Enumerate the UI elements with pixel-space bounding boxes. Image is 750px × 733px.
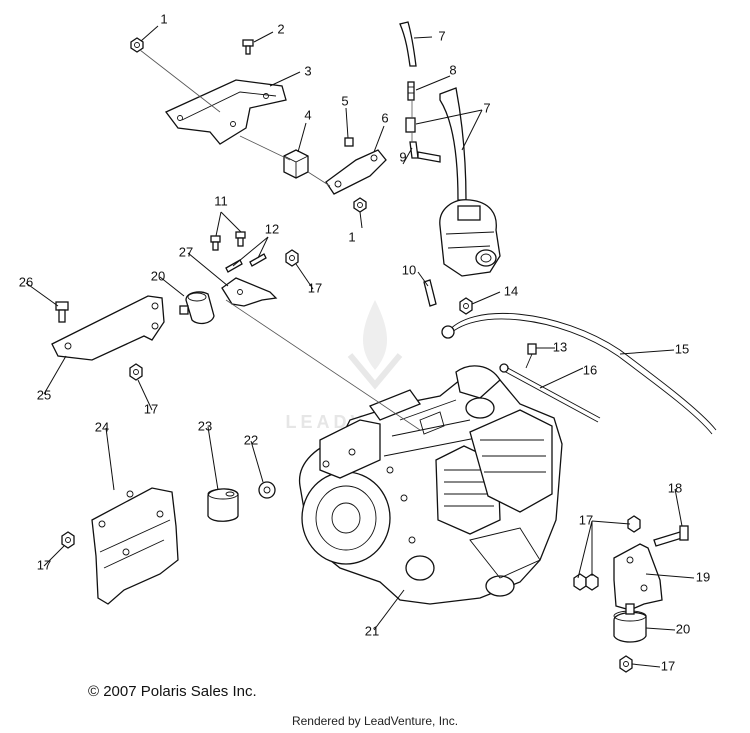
callout-17-e: 17: [661, 658, 675, 673]
callout-17-b: 17: [144, 401, 158, 416]
callout-21: 21: [365, 623, 379, 638]
carburetor-assembly: [439, 199, 501, 277]
fitting-part-8: [407, 81, 415, 101]
rubber-mount-part-23: [207, 488, 239, 522]
fitting-part-9: [409, 141, 441, 163]
bracket-part-19: [613, 543, 663, 611]
callout-4: 4: [304, 107, 311, 122]
rubber-mount-part-20-b: [613, 603, 647, 643]
nut-part-17-e: [619, 655, 633, 673]
callout-24: 24: [95, 419, 109, 434]
bolt-part-18: [653, 525, 689, 547]
nut-part-14: [459, 297, 473, 315]
bolt-part-13: [525, 343, 537, 369]
pins-part-12: [225, 253, 267, 273]
short-hose-part-7: [405, 117, 416, 133]
copyright-notice: © 2007 Polaris Sales Inc.: [88, 683, 257, 700]
nut-part-1-mid: [353, 197, 367, 213]
nut-part-17-c: [61, 531, 75, 549]
callout-10: 10: [402, 262, 416, 277]
rubber-mount-part-20-a: [179, 291, 215, 325]
bolt-part-2: [242, 39, 254, 55]
callout-labels: 1 2 3 4 5 6 1 7 8 7 9 10 11 12 27 17 26 …: [19, 11, 710, 673]
callout-17-c: 17: [37, 557, 51, 572]
callout-1-mid: 1: [348, 229, 355, 244]
stud-part-5: [344, 137, 354, 147]
callout-8: 8: [449, 62, 456, 77]
callout-22: 22: [244, 432, 258, 447]
callout-17-d: 17: [579, 512, 593, 527]
callout-18: 18: [668, 480, 682, 495]
nut-part-1-top: [130, 37, 144, 53]
bracket-part-24: [91, 487, 179, 605]
callout-19: 19: [696, 569, 710, 584]
throttle-cable-part-15: [441, 312, 717, 435]
callout-14: 14: [504, 283, 518, 298]
callout-26: 26: [19, 274, 33, 289]
callout-7-mid: 7: [483, 100, 490, 115]
callout-9: 9: [399, 149, 406, 164]
washer-part-22: [258, 481, 276, 499]
callout-20-b: 20: [676, 621, 690, 636]
callout-20-a: 20: [151, 268, 165, 283]
callout-1: 1: [160, 11, 167, 26]
callout-23: 23: [198, 418, 212, 433]
engine-assembly-part-21: [299, 365, 563, 605]
callout-12: 12: [265, 221, 279, 236]
callout-15: 15: [675, 341, 689, 356]
callout-27: 27: [179, 244, 193, 259]
rubber-mount-part-4: [283, 149, 309, 179]
rendered-by-credit: Rendered by LeadVenture, Inc.: [291, 714, 459, 728]
callout-3: 3: [304, 63, 311, 78]
bracket-part-25: [51, 295, 165, 361]
callout-16: 16: [583, 362, 597, 377]
callout-5: 5: [341, 93, 348, 108]
vent-hose-part-7: [399, 21, 417, 67]
callout-17-a: 17: [308, 280, 322, 295]
bracket-plate-part-6: [325, 149, 387, 195]
pin-part-10: [423, 279, 437, 307]
callout-6: 6: [381, 110, 388, 125]
callout-2: 2: [277, 21, 284, 36]
nut-part-17-b: [129, 363, 143, 381]
leader-lines: [25, 25, 695, 668]
rod-part-16: [499, 363, 601, 423]
bracket-part-3: [164, 79, 287, 145]
callout-25: 25: [37, 387, 51, 402]
callout-11: 11: [214, 193, 228, 208]
nut-part-17-d: [573, 515, 641, 591]
bolt-part-26: [55, 301, 69, 323]
long-hose-part-7: [439, 87, 467, 201]
assembly-lines: [139, 49, 421, 431]
nut-part-17-a: [285, 249, 299, 267]
callout-13: 13: [553, 339, 567, 354]
callout-7-top: 7: [438, 28, 445, 43]
bracket-part-27: [221, 277, 278, 307]
